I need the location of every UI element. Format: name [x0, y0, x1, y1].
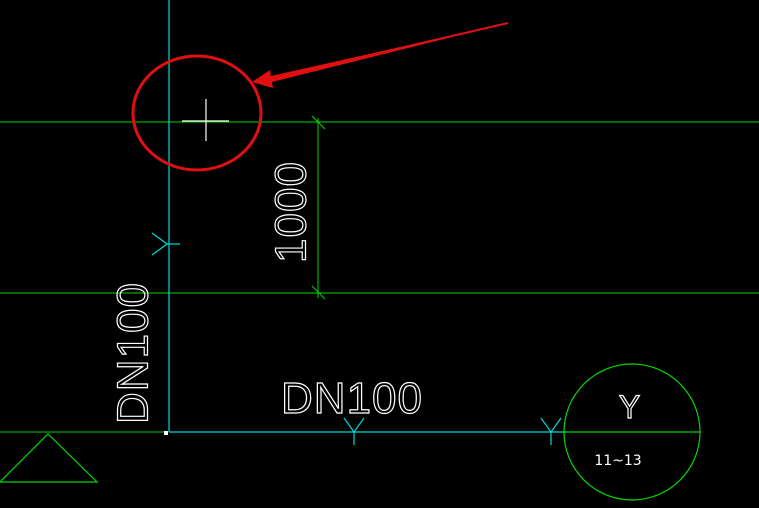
riser-range: 11~13 [594, 453, 641, 469]
pipe-label-vertical: DN100 [109, 282, 158, 424]
horizontal-pipe-marker-icon-1 [343, 417, 365, 445]
pipe-label-horizontal: DN100 [281, 374, 423, 423]
horizontal-pipe-marker-icon-2 [540, 417, 562, 445]
annotation-circle [131, 54, 263, 172]
dimension-label: 1000 [267, 161, 316, 263]
riser-circle-icon[interactable] [563, 363, 701, 501]
annotation-arrow-icon [252, 22, 512, 88]
triangle-marker-icon[interactable] [0, 433, 99, 483]
riser-symbol: Y [619, 389, 641, 425]
vertical-pipe-marker-icon [151, 232, 180, 256]
crosshair-cursor-icon [182, 99, 229, 141]
dimension-line[interactable] [311, 115, 326, 300]
pipe-junction-node[interactable] [164, 431, 168, 435]
